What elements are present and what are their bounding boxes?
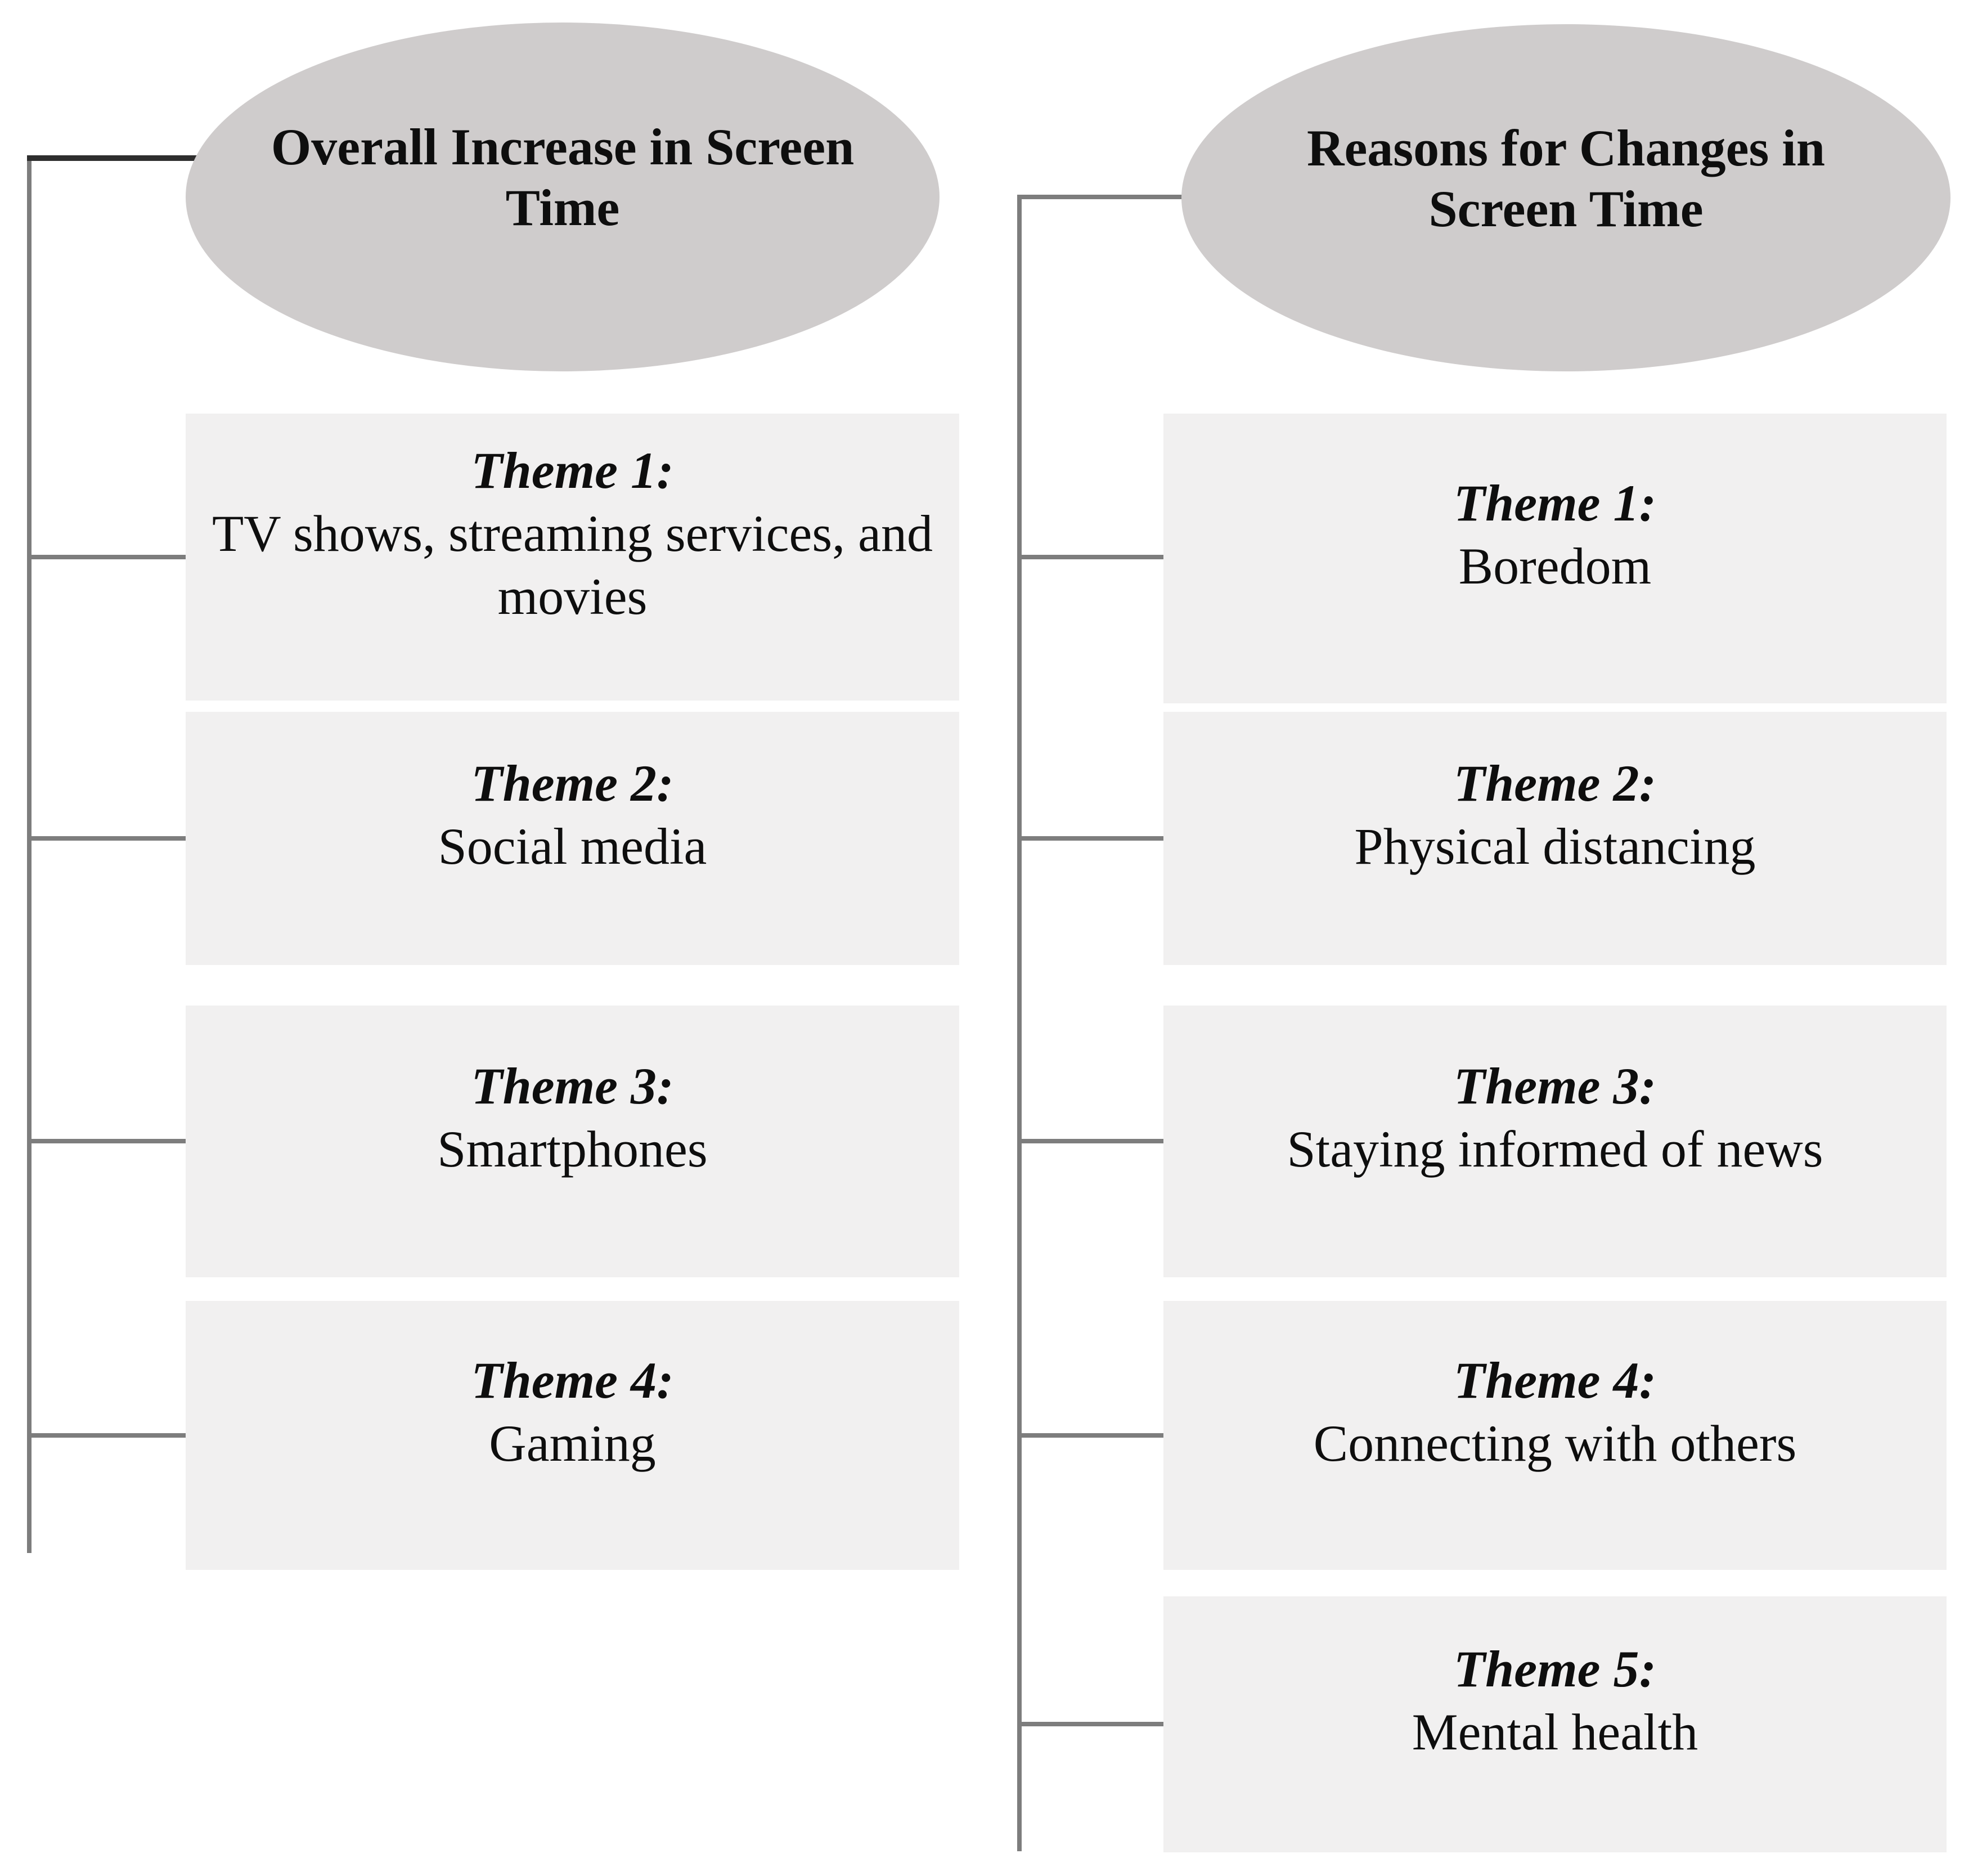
right-theme3-branch-connector <box>1017 1139 1163 1143</box>
right-theme5-branch-connector <box>1017 1722 1163 1726</box>
left-theme3-branch-connector <box>27 1139 186 1143</box>
right-theme4-text: Connecting with others <box>1313 1414 1797 1472</box>
right-theme2-branch-connector <box>1017 836 1163 841</box>
left-theme2-branch-connector <box>27 836 186 841</box>
right-theme4-box: Theme 4: Connecting with others <box>1163 1301 1947 1570</box>
left-category-label: Overall Increase in Screen Time <box>271 118 855 236</box>
left-theme1-box: Theme 1: TV shows, streaming services, a… <box>186 414 959 701</box>
right-theme5-box: Theme 5: Mental health <box>1163 1596 1947 1852</box>
left-theme3-text: Smartphones <box>437 1120 708 1178</box>
left-theme3-box: Theme 3: Smartphones <box>186 1006 959 1277</box>
right-theme4-label: Theme 4: <box>1453 1351 1657 1409</box>
right-ellipse-branch-connector <box>1017 195 1211 199</box>
right-theme1-box: Theme 1: Boredom <box>1163 414 1947 703</box>
left-ellipse-branch-connector <box>27 155 353 161</box>
right-theme2-box: Theme 2: Physical distancing <box>1163 712 1947 965</box>
left-theme2-text: Social media <box>438 817 707 875</box>
left-theme4-text: Gaming <box>489 1414 656 1472</box>
left-theme2-label: Theme 2: <box>471 754 674 812</box>
right-theme3-label: Theme 3: <box>1453 1057 1657 1115</box>
right-theme2-text: Physical distancing <box>1354 817 1756 875</box>
left-theme3-label: Theme 3: <box>471 1057 674 1115</box>
right-category-ellipse: Reasons for Changes in Screen Time <box>1181 24 1950 371</box>
right-theme1-branch-connector <box>1017 555 1163 559</box>
right-theme2-label: Theme 2: <box>1453 754 1657 812</box>
left-theme1-label: Theme 1: <box>471 441 674 499</box>
left-theme1-branch-connector <box>27 555 186 559</box>
right-theme1-label: Theme 1: <box>1453 474 1657 532</box>
left-spine-connector <box>27 156 32 1553</box>
right-theme5-label: Theme 5: <box>1453 1640 1657 1698</box>
right-theme3-text: Staying informed of news <box>1287 1120 1823 1178</box>
right-theme5-text: Mental health <box>1412 1703 1698 1761</box>
left-theme4-box: Theme 4: Gaming <box>186 1301 959 1570</box>
right-spine-connector <box>1017 195 1022 1851</box>
left-theme1-text: TV shows, streaming services, and movies <box>212 504 933 625</box>
left-theme2-box: Theme 2: Social media <box>186 712 959 965</box>
right-theme1-text: Boredom <box>1458 537 1652 595</box>
right-category-label: Reasons for Changes in Screen Time <box>1307 119 1825 237</box>
right-theme4-branch-connector <box>1017 1433 1163 1438</box>
right-theme3-box: Theme 3: Staying informed of news <box>1163 1006 1947 1277</box>
left-theme4-branch-connector <box>27 1433 186 1438</box>
left-category-ellipse: Overall Increase in Screen Time <box>186 23 940 371</box>
left-theme4-label: Theme 4: <box>471 1351 674 1409</box>
